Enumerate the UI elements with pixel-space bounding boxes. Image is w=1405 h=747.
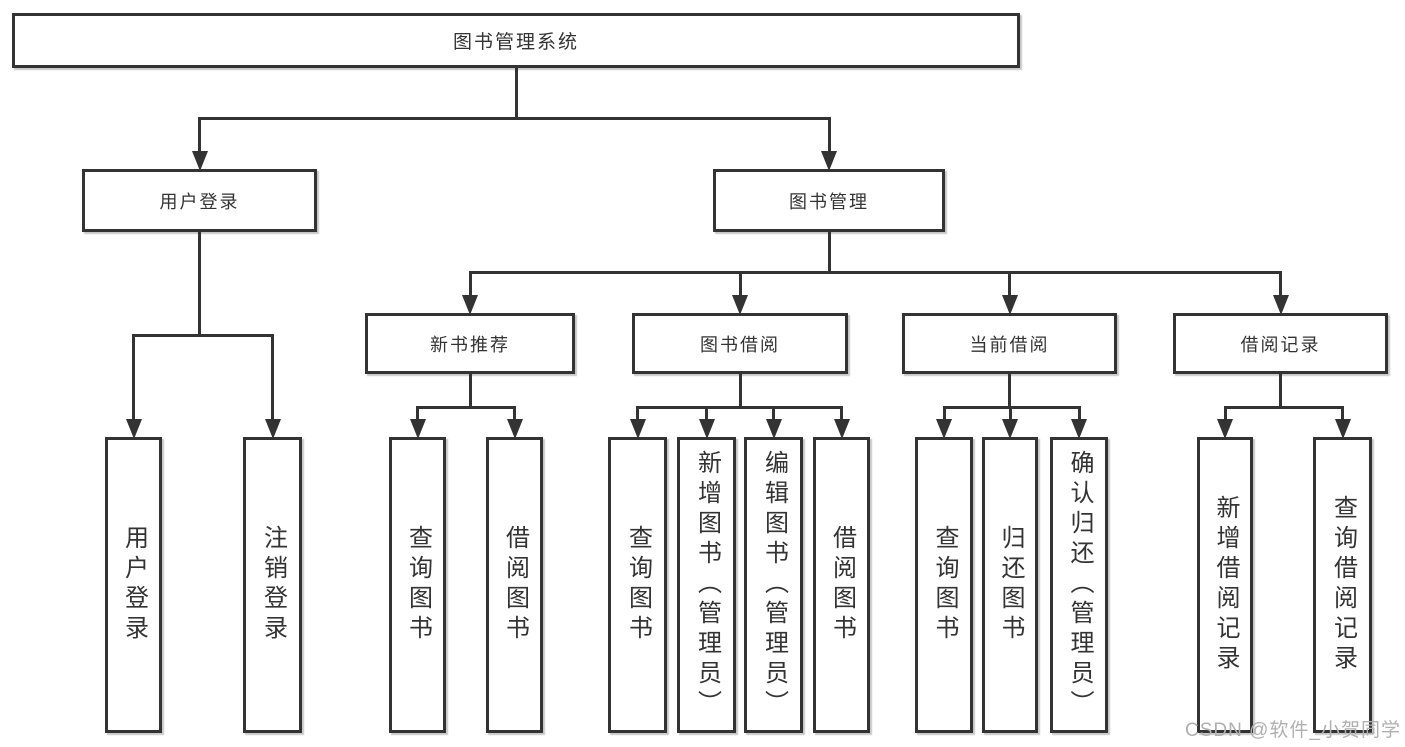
node-label: 借阅记录 [1240, 334, 1321, 355]
node-label: 编辑图书（管理员） [760, 450, 788, 720]
connector-line [468, 270, 1282, 274]
node-book-management: 图书管理 [713, 169, 945, 232]
connector-line [271, 335, 274, 421]
connector-line [1279, 374, 1282, 409]
node-label: 借阅图书 [828, 525, 856, 645]
connector-line [416, 407, 419, 421]
arrow-down-icon [125, 419, 142, 439]
node-confirm-return-admin: 确认归还（管理员） [1050, 437, 1108, 733]
arrow-down-icon [1272, 295, 1289, 315]
node-borrow-books-recommend: 借阅图书 [486, 437, 543, 733]
arrow-down-icon [629, 419, 646, 439]
connector-line [827, 118, 831, 153]
node-label: 图书借阅 [700, 334, 780, 355]
node-label: 查询图书 [404, 525, 432, 645]
node-label: 查询借阅记录 [1329, 495, 1357, 675]
node-label: 图书管理系统 [452, 32, 579, 53]
node-edit-books-admin: 编辑图书（管理员） [744, 437, 803, 733]
node-query-books-recommend: 查询图书 [389, 437, 446, 733]
arrow-down-icon [936, 419, 952, 439]
connector-line [705, 407, 708, 421]
connector-line [198, 116, 831, 120]
arrow-down-icon [765, 419, 782, 439]
node-book-borrowing: 图书借阅 [632, 313, 848, 374]
node-label: 确认归还（管理员） [1066, 450, 1093, 720]
node-add-books-admin: 新增图书（管理员） [677, 437, 736, 733]
node-current-borrowing: 当前借阅 [902, 313, 1117, 374]
arrow-down-icon [264, 419, 281, 439]
connector-line [840, 407, 843, 421]
node-new-book-recommendation: 新书推荐 [365, 313, 575, 374]
arrow-down-icon [1334, 419, 1351, 439]
node-label: 新书推荐 [430, 334, 510, 355]
connector-line [1008, 407, 1012, 421]
arrow-down-icon [409, 419, 426, 439]
connector-line [942, 407, 946, 421]
connector-line [468, 374, 472, 409]
node-label: 用户登录 [159, 191, 240, 212]
connector-line [1223, 407, 1227, 421]
connector-line [1008, 272, 1011, 297]
arrow-down-icon [1002, 419, 1018, 439]
node-label: 归还图书 [997, 525, 1024, 645]
node-logout: 注销登录 [243, 437, 302, 733]
arrow-down-icon [462, 295, 478, 315]
node-borrowing-records: 借阅记录 [1173, 313, 1388, 374]
connector-line [1223, 405, 1344, 409]
node-user-login: 用户登录 [82, 169, 317, 232]
connector-line [198, 232, 201, 337]
connector-line [1008, 374, 1011, 409]
node-query-books-current: 查询图书 [915, 437, 973, 733]
connector-line [416, 405, 516, 409]
node-library-system-root: 图书管理系统 [12, 13, 1020, 68]
node-query-borrow-record: 查询借阅记录 [1313, 437, 1372, 733]
arrow-down-icon [506, 419, 523, 439]
node-label: 借阅图书 [501, 525, 529, 645]
arrow-down-icon [821, 151, 837, 171]
connector-line [827, 232, 831, 274]
node-user-login-leaf: 用户登录 [105, 437, 162, 733]
node-label: 用户登录 [120, 525, 148, 645]
node-borrow-books-borrowing: 借阅图书 [813, 437, 870, 733]
connector-line [1077, 407, 1081, 421]
connector-line [132, 335, 135, 421]
arrow-down-icon [1001, 295, 1018, 315]
arrow-down-icon [833, 419, 850, 439]
connector-line [513, 407, 516, 421]
connector-line [132, 333, 274, 337]
connector-line [772, 407, 775, 421]
connector-line [942, 405, 1081, 409]
arrow-down-icon [732, 295, 748, 315]
node-label: 新增图书（管理员） [693, 450, 721, 720]
connector-line [514, 68, 518, 120]
node-return-books: 归还图书 [982, 437, 1038, 733]
connector-line [198, 118, 201, 153]
connector-line [636, 407, 639, 421]
arrow-down-icon [698, 419, 715, 439]
node-label: 图书管理 [789, 191, 869, 212]
connector-line [636, 405, 843, 409]
node-label: 查询图书 [931, 525, 958, 645]
connector-line [468, 272, 472, 297]
connector-line [738, 272, 742, 297]
arrow-down-icon [1217, 419, 1233, 439]
arrow-down-icon [191, 151, 208, 171]
connector-line [738, 374, 742, 409]
connector-line [1279, 272, 1282, 297]
node-label: 查询图书 [624, 525, 652, 645]
node-query-books-borrowing: 查询图书 [608, 437, 667, 733]
node-add-borrow-record: 新增借阅记录 [1197, 437, 1253, 733]
node-label: 当前借阅 [969, 334, 1050, 355]
node-label: 注销登录 [259, 525, 287, 645]
arrow-down-icon [1071, 419, 1087, 439]
connector-line [1341, 407, 1344, 421]
node-label: 新增借阅记录 [1212, 495, 1239, 675]
